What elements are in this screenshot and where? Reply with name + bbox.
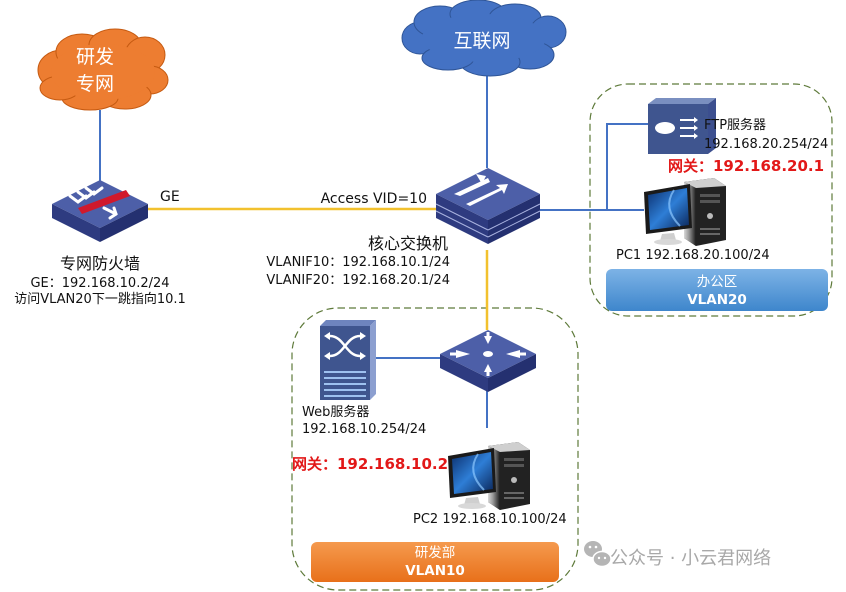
office-zone-boundary — [589, 83, 833, 317]
office-zone-vlan: VLAN20 — [687, 292, 747, 308]
links — [99, 76, 650, 428]
rd-gateway: 网关：192.168.10.2 — [292, 455, 448, 473]
firewall-route-note: 访问VLAN20下一跳指向10.1 — [14, 291, 186, 307]
core-switch-vlanif20: VLANIF20：192.168.20.1/24 — [266, 273, 450, 288]
office-gateway: 网关：192.168.20.1 — [668, 157, 824, 175]
ftp-server-device[interactable] — [648, 98, 716, 154]
core-switch-device[interactable] — [435, 168, 541, 244]
office-zone-badge: 办公区 VLAN20 — [606, 269, 828, 311]
pc2-device[interactable] — [447, 441, 531, 511]
pc1-device[interactable] — [643, 177, 727, 247]
ftp-server-name: FTP服务器 — [704, 117, 766, 133]
firewall-icon — [68, 186, 130, 220]
access-switch-device[interactable] — [440, 330, 536, 392]
cloud-rd-private-net-line1: 研发 — [76, 46, 114, 68]
firewall-ge-ip: GE：192.168.10.2/24 — [30, 276, 169, 291]
pc1-label: PC1 192.168.20.100/24 — [616, 248, 770, 263]
core-switch-port-label: Access VID=10 — [321, 191, 427, 207]
cloud-rd-private-net-line2: 专网 — [76, 73, 114, 95]
firewall-device[interactable] — [52, 180, 148, 242]
converging-arrows-icon — [450, 332, 526, 376]
wechat-icon — [584, 541, 612, 568]
cloud-rd-private-net: 研发 专网 — [37, 28, 169, 111]
firewall-name: 专网防火墙 — [60, 254, 140, 273]
cloud-internet: 互联网 — [401, 0, 567, 77]
watermark: 公众号 · 小云君网络 — [584, 541, 771, 569]
core-switch-vlanif10: VLANIF10：192.168.10.1/24 — [266, 255, 450, 270]
rd-zone-name: 研发部 — [415, 545, 456, 561]
switch-arrows-icon — [454, 174, 508, 206]
web-server-name: Web服务器 — [302, 404, 369, 420]
cloud-internet-label: 互联网 — [453, 30, 510, 52]
link-core-ftp — [606, 123, 650, 210]
core-switch-name: 核心交换机 — [368, 234, 448, 253]
pc2-label: PC2 192.168.10.100/24 — [413, 512, 567, 527]
web-server-device[interactable] — [320, 320, 376, 400]
watermark-text: 公众号 · 小云君网络 — [610, 548, 771, 569]
rd-zone-badge: 研发部 VLAN10 — [311, 542, 559, 582]
office-zone-name: 办公区 — [697, 274, 738, 290]
rd-zone-vlan: VLAN10 — [405, 563, 465, 579]
ftp-server-ip: 192.168.20.254/24 — [704, 137, 828, 152]
switch-cross-icon — [329, 334, 361, 358]
web-server-ip: 192.168.10.254/24 — [302, 422, 426, 437]
firewall-port-label: GE — [160, 189, 180, 205]
